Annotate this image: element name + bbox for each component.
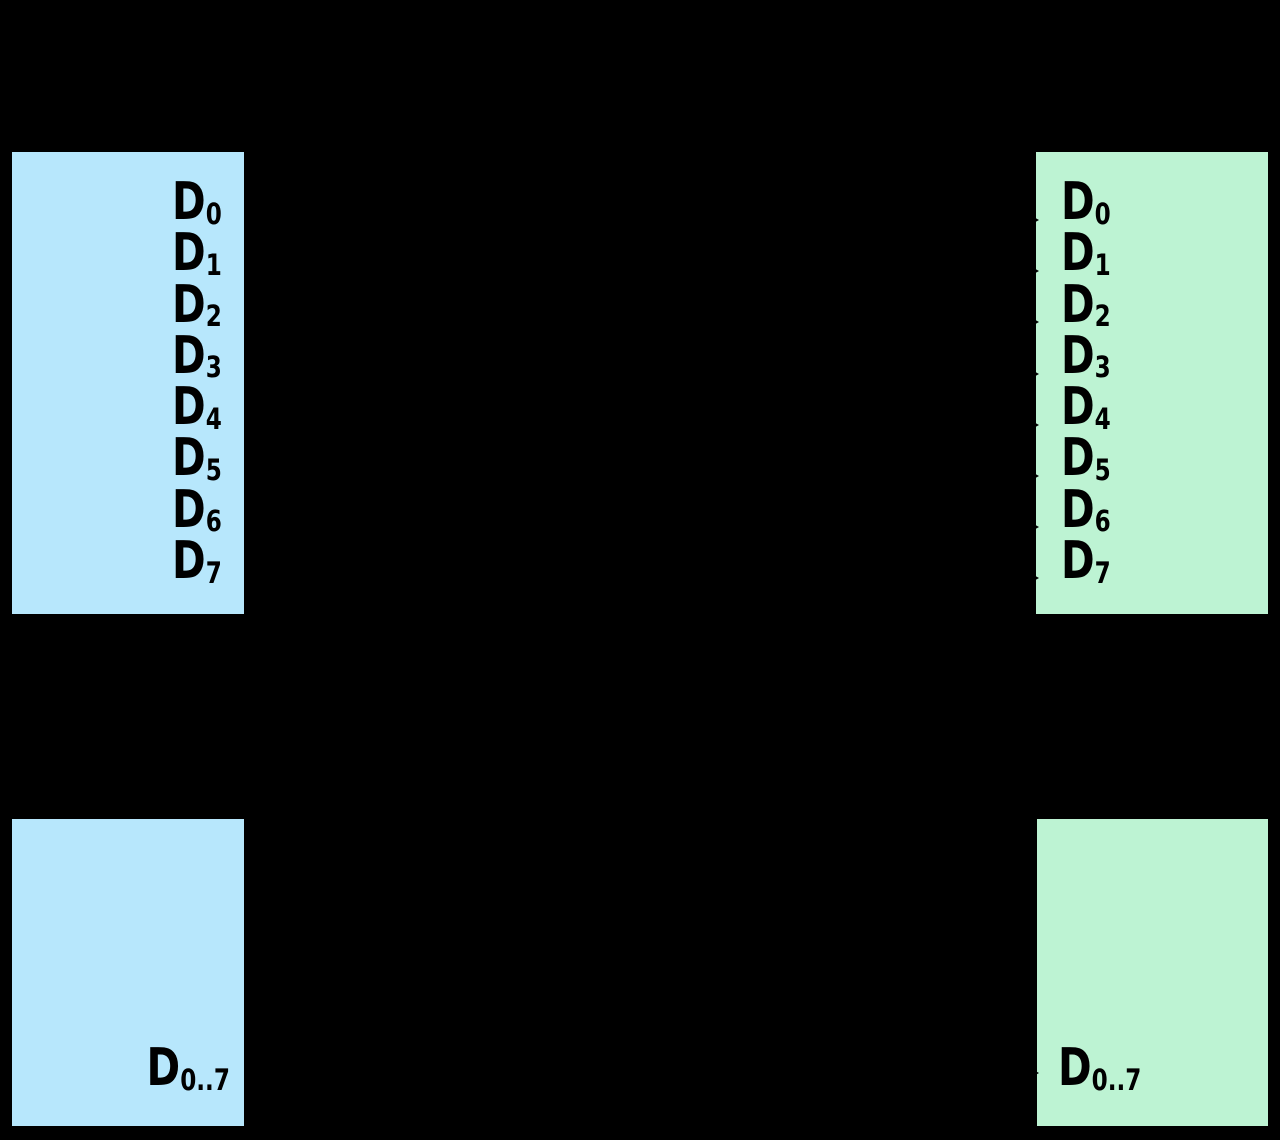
parallel-sender-box: D0 D1 D2 D3 D4 D5 D6 D7 — [12, 152, 244, 614]
data-line-label: D5 — [172, 428, 222, 489]
data-line-label: D4 — [172, 377, 222, 438]
arrow-tip-icon — [1030, 522, 1039, 532]
data-line-label: D4 — [1061, 377, 1111, 438]
serial-sender-box: D0..7 — [12, 819, 244, 1126]
data-line-label: D0 — [1061, 172, 1111, 232]
arrow-tip-icon — [1030, 471, 1039, 481]
data-line-label: D2 — [1061, 274, 1111, 335]
parallel-receiver-box: D0 D1 D2 D3 D4 D5 D6 D7 — [1036, 152, 1268, 614]
arrow-tip-icon — [1030, 215, 1039, 225]
data-line-label: D7 — [172, 531, 222, 592]
arrow-tip-icon — [1030, 420, 1039, 430]
arrow-tip-icon — [1030, 573, 1039, 583]
parallel-receiver-labels: D0 D1 D2 D3 D4 D5 D6 D7 — [1036, 152, 1268, 592]
arrow-tip-icon — [1030, 369, 1039, 379]
data-line-label: D3 — [172, 325, 222, 386]
arrow-tip-icon — [1030, 266, 1039, 276]
data-line-label: D0 — [172, 172, 222, 232]
data-line-label: D5 — [1061, 428, 1111, 489]
data-line-label: D6 — [172, 479, 222, 540]
parallel-sender-labels: D0 D1 D2 D3 D4 D5 D6 D7 — [12, 152, 244, 592]
data-line-label: D7 — [1061, 531, 1111, 592]
arrow-tip-icon — [1030, 317, 1039, 327]
data-line-label: D1 — [172, 223, 222, 284]
data-bus-label: D0..7 — [1058, 1038, 1142, 1098]
data-line-label: D3 — [1061, 325, 1111, 386]
data-line-label: D1 — [1061, 223, 1111, 284]
data-bus-label: D0..7 — [146, 1038, 230, 1098]
arrow-tip-icon — [1030, 1068, 1039, 1078]
data-line-label: D2 — [172, 274, 222, 335]
data-line-label: D6 — [1061, 479, 1111, 540]
serial-receiver-box: D0..7 — [1037, 819, 1268, 1126]
